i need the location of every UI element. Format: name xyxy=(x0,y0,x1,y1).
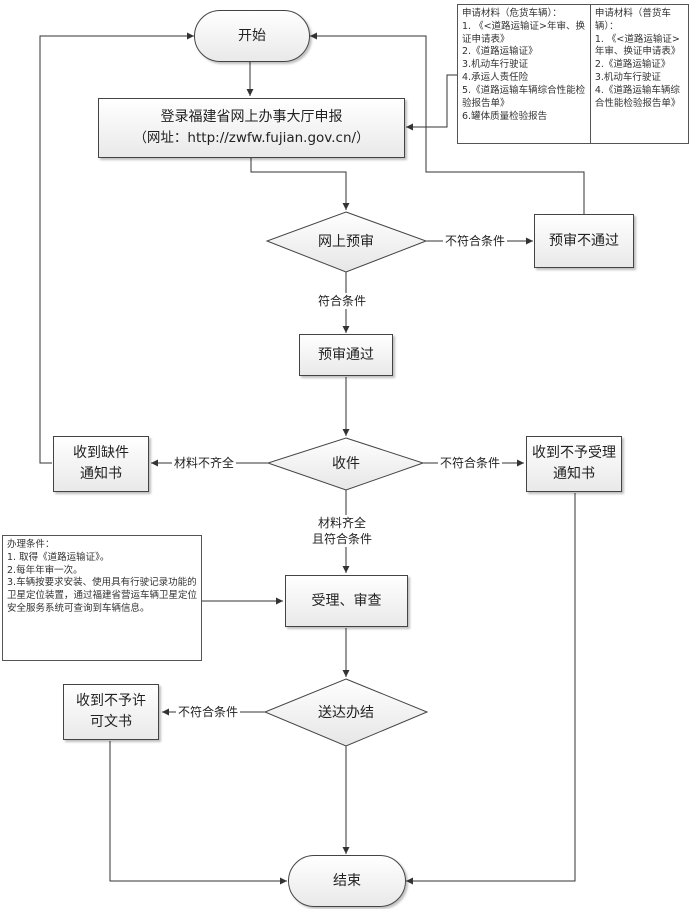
conditions-note-item: 1. 取得《道路运输证》。 xyxy=(7,551,110,563)
hazmat-note-item: 5.《道路运输车辆综合性能检验报告单》 xyxy=(462,84,586,109)
not-permit-notice-node: 收到不予许可文书 xyxy=(63,684,159,740)
edge-notpermit-end xyxy=(109,741,287,885)
end-label: 结束 xyxy=(333,872,361,889)
general-materials-note: 申请材料（普货车辆）： 1. 《<道路运输证>年审、换证申请表》 2.《道路运输… xyxy=(590,5,688,143)
prereview-pass-node: 预审通过 xyxy=(299,334,393,376)
general-note-item: 2.《道路运输证》 xyxy=(594,59,671,71)
hazmat-note-item: 4.承运人责任险 xyxy=(462,72,529,84)
edge-fail-start xyxy=(310,32,585,214)
conditions-note: 办理条件： 1. 取得《道路运输证》。 2.每年年审一次。 3.车辆按要求安装、… xyxy=(2,535,202,661)
edge-reject-end xyxy=(406,493,576,885)
edge-notes-login xyxy=(406,74,457,131)
start-label: 开始 xyxy=(238,27,266,44)
general-note-item: 4.《道路运输车辆综合性能检验报告单》 xyxy=(594,84,681,109)
conditions-note-item: 3.车辆按要求安装、使用具有行驶记录功能的卫星定位装置，通过福建省营运车辆卫星定… xyxy=(7,577,198,615)
start-node: 开始 xyxy=(194,10,310,62)
edge-label-materials-incomplete: 材料不齐全 xyxy=(172,455,237,471)
login-label-2: （网址：http://zwfw.fujian.gov.cn/） xyxy=(133,130,370,147)
reject-notice-node: 收到不予受理通知书 xyxy=(526,436,622,492)
conditions-note-title: 办理条件： xyxy=(7,539,55,550)
edge-label-not-meet-2: 不符合条件 xyxy=(438,455,503,471)
hazmat-materials-note: 申请材料（危货车辆）： 1. 《<道路运输证>年审、换证申请表》 2.《道路运输… xyxy=(458,5,591,143)
reject-notice-label: 收到不予受理通知书 xyxy=(532,445,616,482)
hazmat-note-item: 1. 《<道路运输证>年审、换证申请表》 xyxy=(462,20,586,45)
edge-label-complete-2: 且符合条件 xyxy=(310,531,375,547)
deliver-label: 送达办结 xyxy=(318,705,374,721)
edge-label-meet: 符合条件 xyxy=(316,293,369,309)
login-label-1: 登录福建省网上办事大厅申报 xyxy=(160,109,343,126)
prereview-pass-label: 预审通过 xyxy=(318,346,374,363)
edge-login-prereview xyxy=(250,158,350,210)
edge-label-not-meet-1: 不符合条件 xyxy=(443,233,508,249)
hazmat-note-item: 2.《道路运输证》 xyxy=(462,46,538,58)
end-node: 结束 xyxy=(288,855,406,907)
accept-review-label: 受理、审查 xyxy=(311,592,382,609)
receive-label: 收件 xyxy=(332,456,360,472)
login-node: 登录福建省网上办事大厅申报 （网址：http://zwfw.fujian.gov… xyxy=(98,98,405,158)
accept-review-node: 受理、审查 xyxy=(285,575,408,627)
hazmat-note-item: 6.罐体质量检验报告 xyxy=(462,110,548,122)
edge-label-not-meet-3: 不符合条件 xyxy=(176,704,241,720)
missing-notice-label: 收到缺件通知书 xyxy=(73,445,129,482)
diamond-deliver xyxy=(263,678,429,747)
materials-note: 申请材料（危货车辆）： 1. 《<道路运输证>年审、换证申请表》 2.《道路运输… xyxy=(457,4,689,144)
diamond-prereview xyxy=(265,211,428,273)
not-permit-notice-label: 收到不予许可文书 xyxy=(76,693,146,730)
general-note-item: 1. 《<道路运输证>年审、换证申请表》 xyxy=(594,33,681,58)
prereview-fail-label: 预审不通过 xyxy=(549,232,619,249)
general-note-title: 申请材料（普货车辆）： xyxy=(594,8,671,32)
general-note-item: 3.机动车行驶证 xyxy=(594,72,661,84)
edge-label-complete-1: 材料齐全 xyxy=(316,515,369,531)
hazmat-note-item: 3.机动车行驶证 xyxy=(462,59,529,71)
missing-notice-node: 收到缺件通知书 xyxy=(53,436,149,492)
prereview-label: 网上预审 xyxy=(318,234,374,250)
edge-missing-start xyxy=(39,32,194,464)
conditions-note-item: 2.每年年审一次。 xyxy=(7,564,83,576)
diamond-receive xyxy=(266,437,425,491)
hazmat-note-title: 申请材料（危货车辆）： xyxy=(462,8,562,19)
prereview-fail-node: 预审不通过 xyxy=(534,214,634,268)
